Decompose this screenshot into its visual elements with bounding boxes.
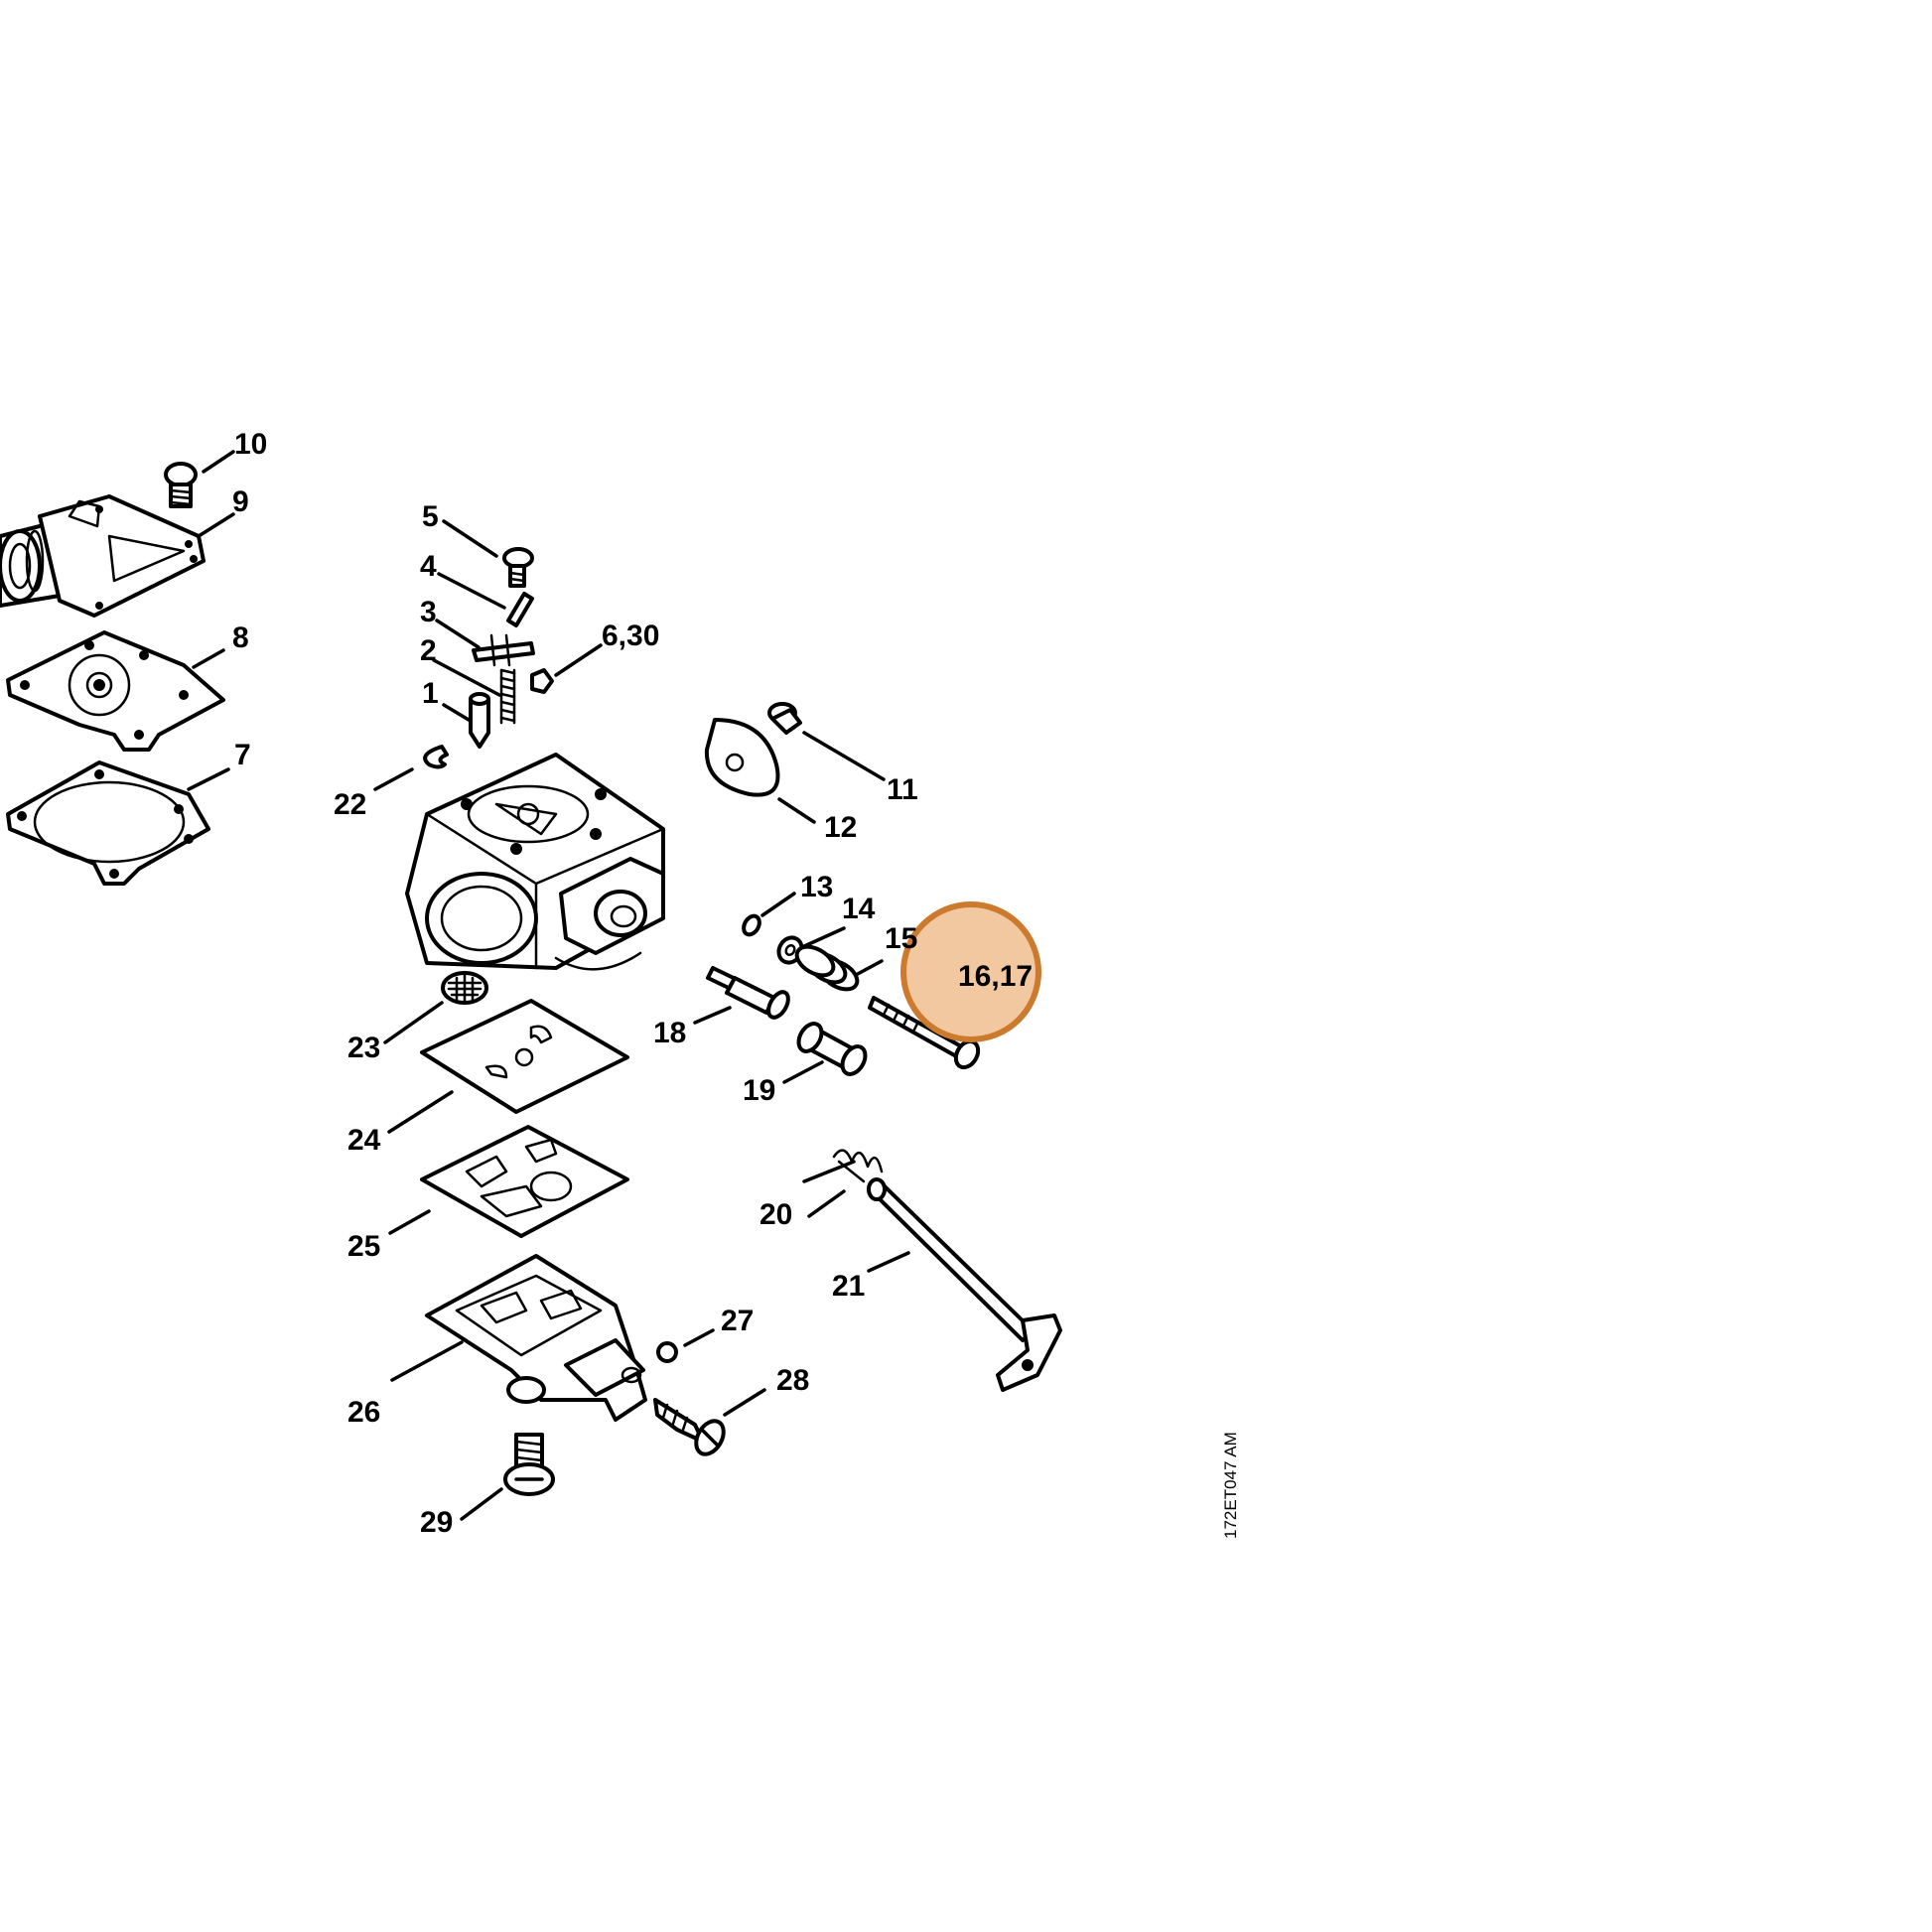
sleeve-part-19	[796, 1022, 868, 1076]
callout-6-30[interactable]: 6,30	[602, 620, 659, 652]
callout-22[interactable]: 22	[334, 788, 366, 821]
callout-27[interactable]: 27	[721, 1305, 754, 1337]
inlet-needle-part-1	[469, 692, 490, 749]
leader-lines	[187, 450, 960, 1521]
spring-part-2	[499, 668, 516, 725]
callout-28[interactable]: 28	[776, 1364, 809, 1397]
callout-15[interactable]: 15	[885, 922, 917, 955]
gasket-part-7	[6, 760, 210, 886]
callout-21[interactable]: 21	[832, 1270, 865, 1303]
callout-24[interactable]: 24	[347, 1124, 381, 1157]
screw-part-29	[503, 1433, 555, 1496]
callout-19[interactable]: 19	[743, 1074, 775, 1107]
callout-8[interactable]: 8	[232, 621, 249, 654]
callout-11[interactable]: 11	[887, 773, 918, 806]
drawing-code: 172ET047 AM	[1221, 1432, 1240, 1539]
nut-part-6	[530, 668, 554, 694]
pin-part-4	[506, 592, 534, 627]
clip-part-22	[423, 745, 449, 769]
intake-flange-part	[0, 494, 206, 618]
diaphragm-gasket-part-8	[6, 630, 225, 752]
callout-25[interactable]: 25	[347, 1230, 380, 1263]
screw-part-5	[502, 547, 534, 588]
callout-26[interactable]: 26	[347, 1396, 380, 1429]
o-ring-part-13	[742, 913, 761, 937]
callout-3[interactable]: 3	[420, 596, 437, 628]
callout-9[interactable]: 9	[232, 485, 249, 518]
callout-12[interactable]: 12	[824, 811, 857, 844]
callout-29[interactable]: 29	[420, 1506, 453, 1539]
screw-part-28	[653, 1398, 726, 1456]
callout-18[interactable]: 18	[653, 1017, 686, 1049]
callout-13[interactable]: 13	[800, 871, 833, 903]
callout-4[interactable]: 4	[420, 550, 437, 583]
callout-16-17[interactable]: 16,17	[958, 960, 1033, 993]
gasket-part-25	[420, 1125, 629, 1238]
strainer-part-23	[441, 971, 488, 1005]
callout-20[interactable]: 20	[759, 1198, 792, 1231]
pump-housing-part-26	[425, 1254, 647, 1422]
screw-part-10	[164, 462, 198, 508]
spring-part-15	[794, 944, 860, 992]
callout-14[interactable]: 14	[842, 893, 876, 925]
ball-part-27	[656, 1341, 678, 1363]
callout-1[interactable]: 1	[422, 677, 439, 710]
callout-2[interactable]: 2	[420, 634, 437, 667]
highlight-circle[interactable]	[900, 901, 1041, 1042]
adjusting-screw-part-18	[706, 966, 790, 1020]
callout-10[interactable]: 10	[234, 428, 267, 461]
callout-23[interactable]: 23	[347, 1032, 380, 1064]
throttle-shaft-part-21	[867, 1177, 1062, 1392]
screw-part-11	[767, 702, 802, 735]
callout-5[interactable]: 5	[422, 500, 439, 533]
carburetor-body-part	[405, 753, 665, 971]
cover-plate-part-12	[704, 718, 780, 797]
metering-lever-part-3	[472, 633, 535, 667]
callout-7[interactable]: 7	[234, 739, 251, 771]
gasket-part-24	[420, 999, 629, 1114]
